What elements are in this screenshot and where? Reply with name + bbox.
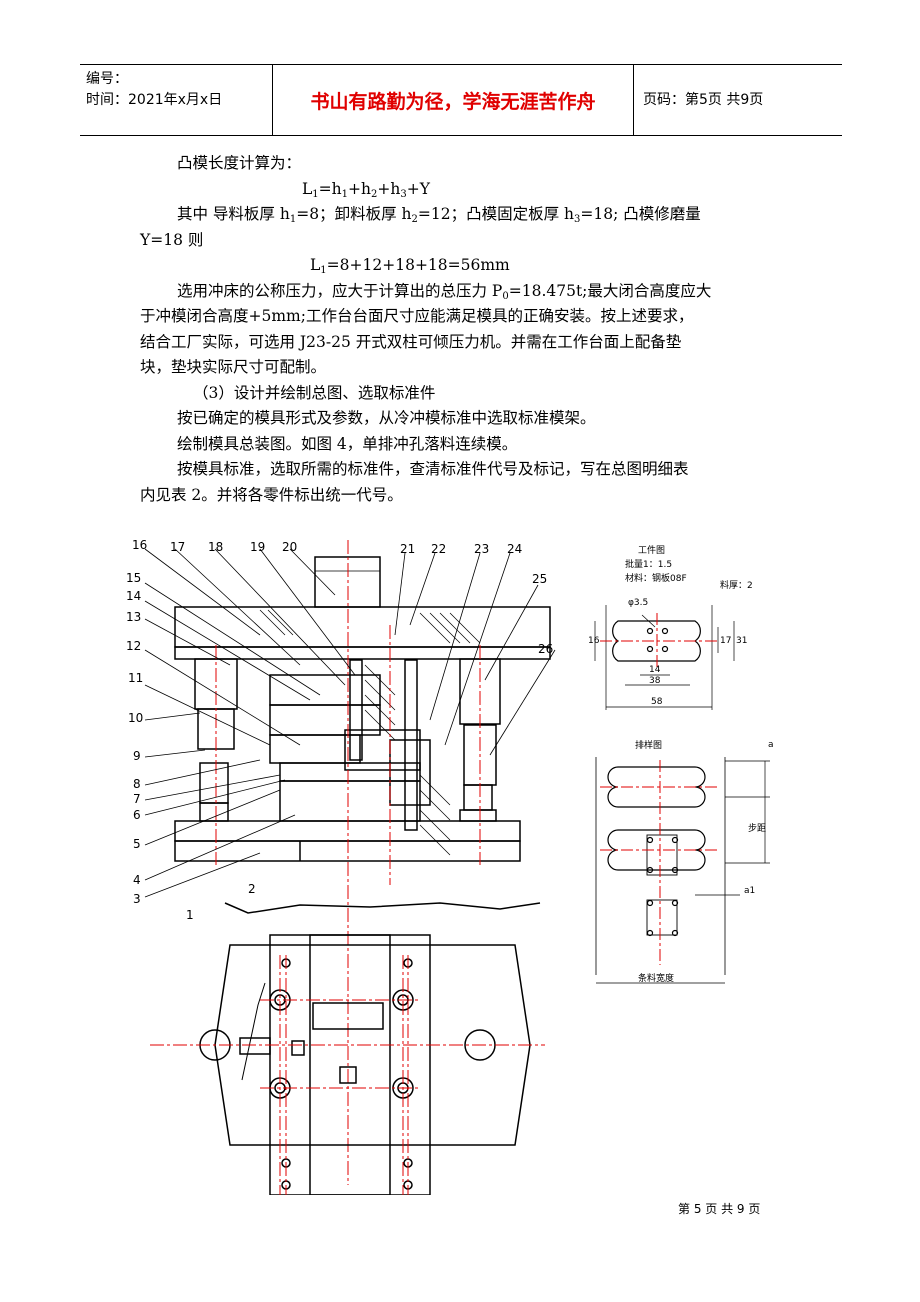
header-divider: [272, 65, 273, 135]
section-heading: （3）设计并绘制总图、选取标准件: [193, 383, 436, 402]
paragraph: 内见表 2。并将各零件标出统一代号。: [140, 485, 403, 504]
part-batch: 批量1：1.5: [625, 558, 672, 570]
callout-26: 26: [538, 642, 553, 656]
dim-a1: a1: [744, 886, 755, 896]
callout-15: 15: [126, 571, 141, 585]
part-drawing: [594, 605, 735, 710]
callout-23: 23: [474, 542, 489, 556]
serial-label: 编号：: [86, 71, 128, 87]
paragraph: Y=18 则: [140, 230, 204, 249]
body-text: 凸模长度计算为： L1=h1+h2+h3+Y 其中 导料板厚 h1=8；卸料板厚…: [140, 151, 800, 508]
callout-19: 19: [250, 540, 265, 554]
paragraph: 于冲模闭合高度+5mm;工作台台面尺寸应能满足模具的正确安装。按上述要求，: [140, 307, 694, 325]
part-title: 工件图: [638, 544, 665, 556]
header-motto: 书山有路勤为径，学海无涯苦作舟: [310, 90, 596, 113]
paragraph: 块，垫块实际尺寸可配制。: [140, 358, 327, 376]
equation: L1=h1+h2+h3+Y: [302, 179, 430, 200]
callout-18: 18: [208, 540, 223, 554]
callout-5: 5: [133, 837, 141, 851]
callout-10: 10: [128, 711, 143, 725]
dim-14: 14: [649, 665, 661, 675]
paragraph: 绘制模具总装图。如图 4，单排冲孔落料连续模。: [177, 434, 518, 453]
dim-17: 17: [720, 636, 731, 646]
paragraph: 按模具标准，选取所需的标准件，查清标准件代号及标记，写在总图明细表: [177, 460, 689, 478]
callout-8: 8: [133, 777, 141, 791]
callout-1: 1: [186, 908, 194, 922]
callout-25: 25: [532, 572, 547, 586]
header-page-info: 页码：第5页 共9页: [643, 92, 764, 108]
dim-58: 58: [651, 697, 663, 707]
layout-title: 排样图: [635, 739, 662, 751]
part-material: 材料：钢板08F: [625, 572, 687, 584]
callout-3: 3: [133, 892, 141, 906]
dim-16: 16: [588, 636, 600, 646]
dim-strip-width: 条料宽度: [638, 972, 674, 984]
callout-21: 21: [400, 542, 415, 556]
paragraph: 凸模长度计算为：: [177, 154, 302, 172]
callout-14: 14: [126, 589, 141, 603]
callout-4: 4: [133, 873, 141, 887]
header-divider: [633, 65, 634, 135]
paragraph: 其中 导料板厚 h1=8；卸料板厚 h2=12；凸模固定板厚 h3=18; 凸模…: [177, 205, 701, 225]
header-meta: 编号： 时间：2021年x月x日: [86, 69, 222, 111]
callout-6: 6: [133, 808, 141, 822]
callout-7: 7: [133, 792, 141, 806]
page-footer: 第 5 页 共 9 页: [678, 1202, 761, 1216]
equation: L1=8+12+18+18=56mm: [310, 256, 510, 276]
paragraph: 按已确定的模具形式及参数，从冷冲模标准中选取标准模架。: [177, 409, 596, 427]
dim-31: 31: [736, 636, 747, 646]
part-thickness: 料厚：2: [720, 579, 753, 591]
date-label: 时间：2021年x月x日: [86, 92, 223, 108]
page-header: 编号： 时间：2021年x月x日 书山有路勤为径，学海无涯苦作舟 页码：第5页 …: [80, 64, 842, 136]
dim-a: a: [768, 740, 774, 750]
callout-9: 9: [133, 749, 141, 763]
dim-38: 38: [649, 676, 661, 686]
paragraph: 选用冲床的公称压力，应大于计算出的总压力 P0=18.475t;最大闭合高度应大: [177, 281, 712, 302]
callout-2: 2: [248, 882, 256, 896]
callout-16: 16: [132, 538, 147, 552]
callout-11: 11: [128, 671, 143, 685]
callout-13: 13: [126, 610, 141, 624]
callout-12: 12: [126, 639, 141, 653]
dim-hole: φ3.5: [628, 598, 648, 608]
strip-layout: [595, 757, 770, 984]
callout-24: 24: [507, 542, 522, 556]
paragraph: 结合工厂实际，可选用 J23-25 开式双柱可倾压力机。并需在工作台面上配备垫: [140, 332, 682, 351]
dim-step: 步距: [748, 823, 766, 834]
section-view: [174, 556, 551, 862]
callout-22: 22: [431, 542, 446, 556]
callout-17: 17: [170, 540, 185, 554]
plan-view: [199, 902, 541, 1195]
die-assembly-drawing: 16 17 18 19 20 21 22 23 24 15 14 13 12 1…: [126, 538, 774, 1195]
callout-20: 20: [282, 540, 297, 554]
